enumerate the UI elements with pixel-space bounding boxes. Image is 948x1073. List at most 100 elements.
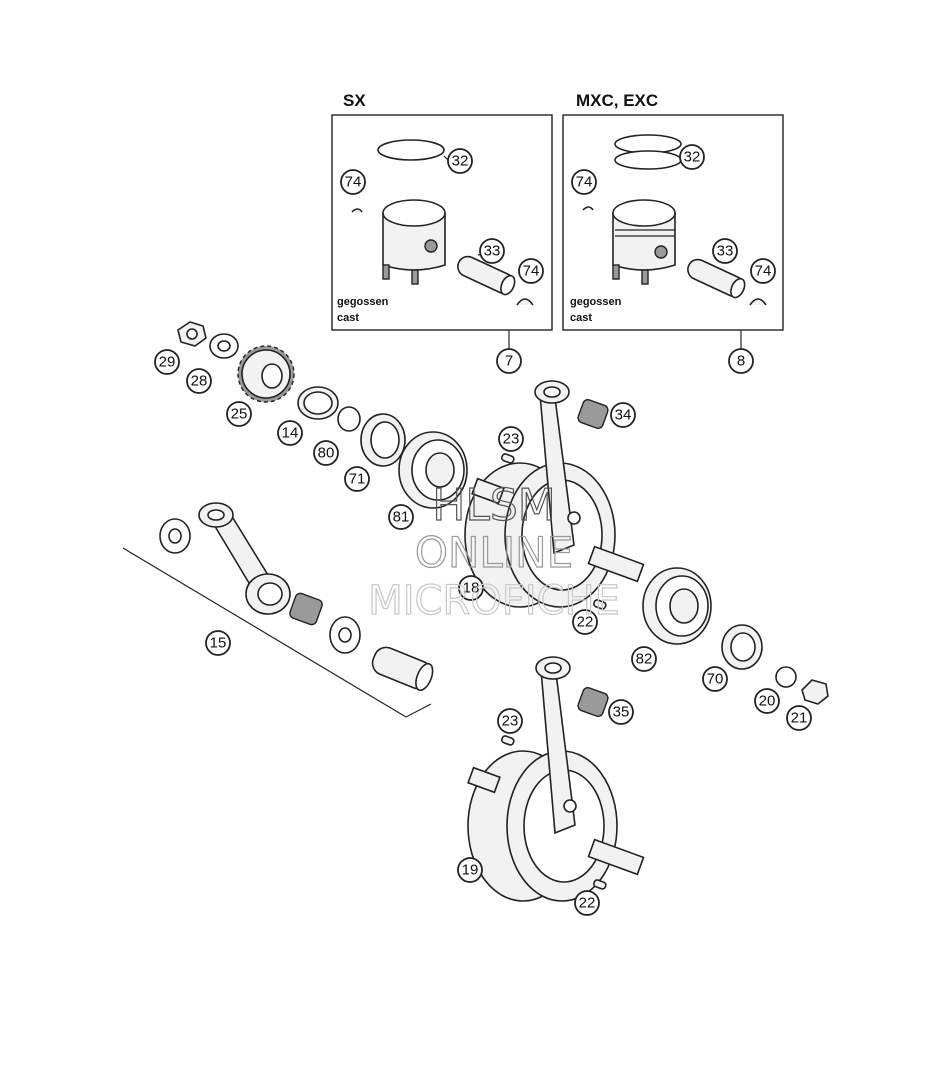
callout-20: 20: [754, 688, 780, 714]
svg-text:70: 70: [707, 671, 724, 688]
connecting-rod-kit: [122, 502, 434, 718]
callout-32: 32: [447, 148, 473, 174]
woodruff-key: [593, 879, 607, 890]
piston-kit-box-sx: [331, 114, 553, 331]
callout-33: 33: [712, 238, 738, 264]
o-ring: [337, 406, 361, 432]
svg-text:74: 74: [523, 263, 540, 280]
cast-label-de: gegossen: [570, 296, 622, 308]
nut-21: [801, 679, 829, 705]
crankshaft-assembly-18: [464, 380, 645, 608]
svg-text:34: 34: [615, 407, 632, 424]
crankshaft-assembly-19: [467, 656, 645, 902]
svg-text:7: 7: [505, 353, 513, 370]
circlip: [516, 298, 534, 306]
callout-35: 35: [608, 699, 634, 725]
callout-74: 74: [340, 169, 366, 195]
cast-label-de: gegossen: [337, 296, 389, 308]
callout-74: 74: [518, 258, 544, 284]
svg-text:33: 33: [717, 243, 734, 260]
piston-kit-mxc-exc: MXC, EXC gegossen cast 32 74 33 74: [562, 91, 784, 331]
svg-text:74: 74: [755, 263, 772, 280]
svg-text:20: 20: [759, 693, 776, 710]
piston-crown: [612, 199, 676, 227]
piston-ring: [614, 150, 682, 170]
svg-text:29: 29: [159, 354, 176, 371]
piston-crown: [382, 199, 446, 227]
svg-text:33: 33: [484, 243, 501, 260]
piston-skirt: [382, 264, 390, 280]
washer-20: [775, 666, 797, 688]
svg-text:8: 8: [737, 353, 745, 370]
callout-32: 32: [679, 144, 705, 170]
callout-23: 23: [498, 426, 524, 452]
svg-text:71: 71: [349, 471, 366, 488]
piston-kit-box-mxc-exc: [562, 114, 784, 331]
watermark-line-1: HLSM: [432, 480, 556, 531]
callout-22: 22: [574, 890, 600, 916]
piston-pin: [457, 255, 516, 296]
watermark: HLSM ONLINE MICROFICHE: [368, 479, 621, 624]
callout-14: 14: [277, 420, 303, 446]
callout-34: 34: [610, 402, 636, 428]
svg-text:22: 22: [577, 614, 594, 631]
woodruff-key: [593, 599, 607, 610]
svg-text:80: 80: [318, 445, 335, 462]
crank-pin: [371, 646, 434, 692]
svg-text:32: 32: [452, 153, 469, 170]
callout-28: 28: [186, 368, 212, 394]
callout-15: 15: [205, 630, 231, 656]
woodruff-key: [501, 735, 515, 746]
primary-gear: [237, 345, 295, 403]
svg-text:15: 15: [210, 635, 227, 652]
svg-text:22: 22: [579, 895, 596, 912]
callout-80: 80: [313, 440, 339, 466]
svg-text:28: 28: [191, 373, 208, 390]
svg-text:25: 25: [231, 406, 248, 423]
svg-text:14: 14: [282, 425, 299, 442]
callout-23: 23: [497, 708, 523, 734]
svg-text:23: 23: [503, 431, 520, 448]
needle-bearing: [289, 592, 323, 626]
spacer-sleeve: [297, 386, 339, 420]
needle-bearing-35: [577, 686, 609, 718]
svg-text:74: 74: [345, 174, 362, 191]
nut-bore: [186, 328, 198, 340]
shaft-seal: [360, 413, 406, 467]
needle-bearing-34: [577, 398, 609, 430]
piston-ring: [377, 139, 445, 161]
svg-text:35: 35: [613, 704, 630, 721]
callout-74: 74: [571, 169, 597, 195]
main-bearing-left: [398, 431, 468, 509]
svg-text:74: 74: [576, 174, 593, 191]
piston-kit-sx: SX gegossen cast 32 74 33 74: [331, 91, 553, 331]
cast-label-en: cast: [570, 312, 592, 324]
cast-label-en: cast: [337, 312, 359, 324]
piston-skirt: [641, 269, 649, 285]
shaft-seal-right: [721, 624, 763, 670]
svg-text:81: 81: [393, 509, 410, 526]
callout-82: 82: [631, 646, 657, 672]
svg-text:21: 21: [791, 710, 808, 727]
piston-pin-bore: [424, 239, 438, 253]
main-bearing-right: [642, 567, 712, 645]
callout-33: 33: [479, 238, 505, 264]
callout-29: 29: [154, 349, 180, 375]
svg-text:18: 18: [463, 580, 480, 597]
callout-21: 21: [786, 705, 812, 731]
callout-19: 19: [457, 857, 483, 883]
svg-text:32: 32: [684, 149, 701, 166]
svg-text:23: 23: [502, 713, 519, 730]
piston-skirt: [411, 269, 419, 285]
callout-25: 25: [226, 401, 252, 427]
callout-81: 81: [388, 504, 414, 530]
circlip: [582, 206, 594, 211]
variant-title-sx: SX: [343, 91, 366, 110]
piston-skirt: [612, 264, 620, 280]
watermark-line-2: ONLINE: [415, 528, 573, 577]
woodruff-key: [501, 453, 515, 464]
callout-8: 8: [728, 348, 754, 374]
piston-pin-bore: [654, 245, 668, 259]
callout-70: 70: [702, 666, 728, 692]
